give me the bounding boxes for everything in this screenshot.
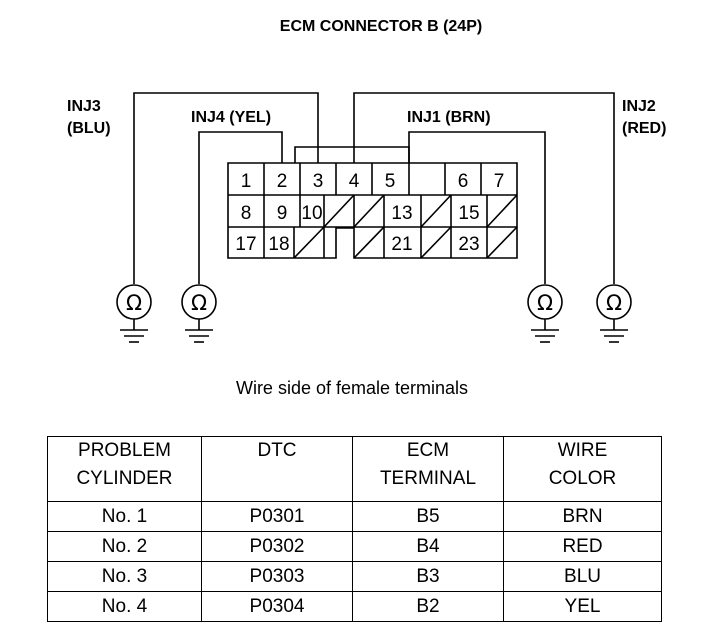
cell-cylinder: No. 3 <box>47 561 202 592</box>
cell-terminal: B2 <box>352 591 504 622</box>
pin-21: 21 <box>391 234 412 255</box>
ohm-icon: Ω <box>537 291 553 315</box>
inj2-label-line1: INJ2 <box>622 98 656 115</box>
inj1-label: INJ1 (BRN) <box>407 109 491 126</box>
cell-wire-color: RED <box>503 531 662 562</box>
column-header-wire-color: WIRE COLOR <box>503 436 662 502</box>
connector-latch <box>294 146 410 163</box>
ohmmeter-inj2 <box>596 284 632 343</box>
pin-1: 1 <box>241 171 252 192</box>
inj3-label-line1: INJ3 <box>67 98 101 115</box>
inj4-wire <box>198 131 283 284</box>
ohmmeter-inj1 <box>527 284 563 343</box>
pin-15: 15 <box>458 203 479 224</box>
cell-wire-color: BRN <box>503 501 662 532</box>
cell-dtc: P0304 <box>201 591 353 622</box>
cell-terminal: B5 <box>352 501 504 532</box>
pin-23: 23 <box>458 234 479 255</box>
cell-dtc: P0301 <box>201 501 353 532</box>
pin-10: 10 <box>301 203 322 224</box>
column-header-dtc: DTC <box>201 436 353 502</box>
header-line: COLOR <box>548 468 617 489</box>
pin-8: 8 <box>241 203 252 224</box>
cell-wire-color: YEL <box>503 591 662 622</box>
inj4-label: INJ4 (YEL) <box>191 109 271 126</box>
header-line: DTC <box>257 440 297 461</box>
cell-cylinder: No. 2 <box>47 531 202 562</box>
connector-diagram: ECM CONNECTOR B (24P) INJ3 (BLU) INJ4 (Y… <box>67 18 666 343</box>
inj2-wire <box>353 92 615 284</box>
column-header-ecm-terminal: ECM TERMINAL <box>352 436 504 502</box>
column-header-problem-cylinder: PROBLEM CYLINDER <box>47 436 202 502</box>
ohmmeter-inj4 <box>181 284 217 343</box>
ohm-icon: Ω <box>191 291 207 315</box>
header-line: TERMINAL <box>379 468 477 489</box>
table-header-row: PROBLEM CYLINDER DTC ECM TERMINAL WIRE C… <box>47 436 662 502</box>
ohm-icon: Ω <box>126 291 142 315</box>
cell-dtc: P0303 <box>201 561 353 592</box>
pin-5: 5 <box>385 171 396 192</box>
cell-dtc: P0302 <box>201 531 353 562</box>
cell-cylinder: No. 4 <box>47 591 202 622</box>
ohmmeter-inj3 <box>116 284 152 343</box>
pin-17: 17 <box>235 234 256 255</box>
header-line: PROBLEM <box>78 440 171 461</box>
cell-terminal: B3 <box>352 561 504 592</box>
header-line: WIRE <box>557 440 608 461</box>
table-row: No. 4 P0304 B2 YEL <box>47 591 662 622</box>
inj3-wire <box>133 92 319 284</box>
pin-7: 7 <box>494 171 505 192</box>
pin-9: 9 <box>277 203 288 224</box>
header-line: CYLINDER <box>76 468 173 489</box>
pin-4: 4 <box>349 171 360 192</box>
pin-6: 6 <box>458 171 469 192</box>
header-line: ECM <box>406 440 450 461</box>
connector-title: ECM CONNECTOR B (24P) <box>280 18 482 35</box>
dtc-table: PROBLEM CYLINDER DTC ECM TERMINAL WIRE C… <box>47 436 662 622</box>
cell-wire-color: BLU <box>503 561 662 592</box>
inj2-label-line2: (RED) <box>622 120 666 137</box>
inj3-label-line2: (BLU) <box>67 120 111 137</box>
pin-18: 18 <box>268 234 289 255</box>
table-row: No. 2 P0302 B4 RED <box>47 531 662 562</box>
diagram-caption: Wire side of female terminals <box>235 378 469 398</box>
table-row: No. 1 P0301 B5 BRN <box>47 501 662 532</box>
pin-2: 2 <box>277 171 288 192</box>
table-row: No. 3 P0303 B3 BLU <box>47 561 662 592</box>
ohm-icon: Ω <box>606 291 622 315</box>
pin-13: 13 <box>391 203 412 224</box>
cell-terminal: B4 <box>352 531 504 562</box>
cell-cylinder: No. 1 <box>47 501 202 532</box>
pin-3: 3 <box>313 171 324 192</box>
